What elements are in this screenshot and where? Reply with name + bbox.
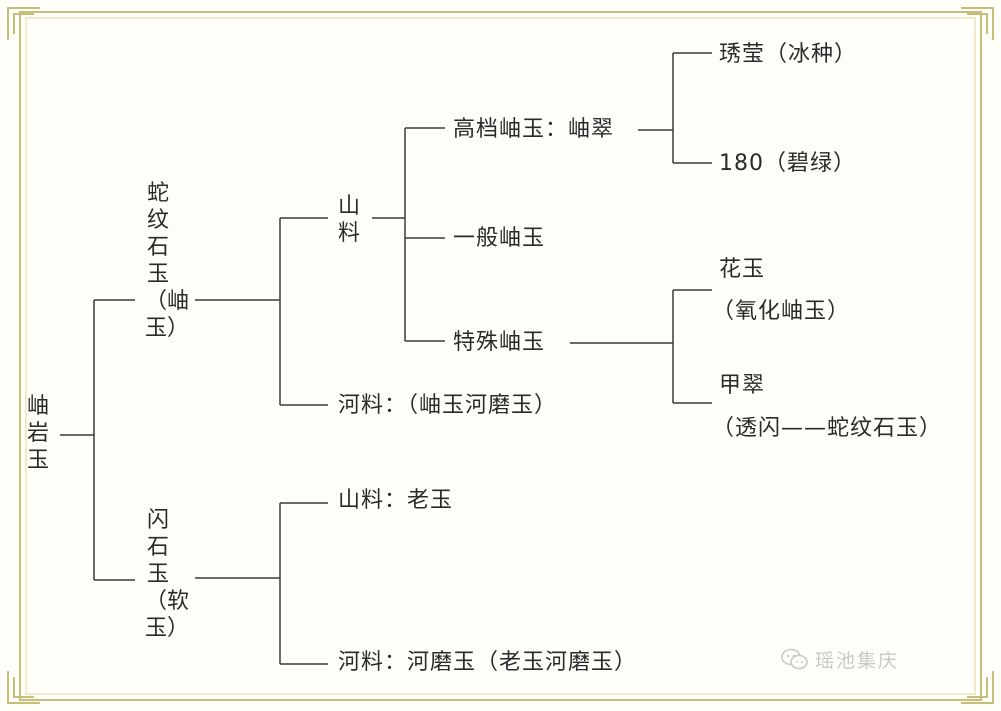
special-item-a-line2: （氧化岫玉） bbox=[712, 299, 851, 324]
serpentine-jade-label: 蛇纹石玉（岫玉） bbox=[145, 181, 190, 341]
high-grade-item-b: 180（碧绿） bbox=[719, 151, 856, 176]
root-node-label: 岫岩玉 bbox=[26, 394, 49, 473]
special-label: 特殊岫玉 bbox=[453, 330, 546, 355]
watermark-text: 瑶池集庆 bbox=[815, 650, 900, 672]
tremolite-mountain-label: 山料：老玉 bbox=[338, 488, 454, 513]
special-item-b-line2: （透闪——蛇纹石玉） bbox=[712, 416, 943, 441]
special-item-a-line1: 花玉 bbox=[719, 257, 766, 282]
special-item-b-line1: 甲翠 bbox=[719, 373, 766, 398]
wechat-icon bbox=[781, 648, 808, 670]
high-grade-item-a: 琇莹（冰种） bbox=[719, 42, 858, 67]
ordinary-label: 一般岫玉 bbox=[453, 226, 546, 251]
serpentine-river-label: 河料：（岫玉河磨玉） bbox=[338, 393, 558, 418]
tree-connectors bbox=[60, 52, 712, 665]
tremolite-jade-label: 闪石玉（软玉） bbox=[145, 508, 190, 641]
tremolite-river-label: 河料：河磨玉（老玉河磨玉） bbox=[338, 650, 638, 675]
high-grade-label: 高档岫玉：岫翠 bbox=[453, 117, 615, 142]
serpentine-mountain-label: 山料 bbox=[337, 194, 360, 246]
